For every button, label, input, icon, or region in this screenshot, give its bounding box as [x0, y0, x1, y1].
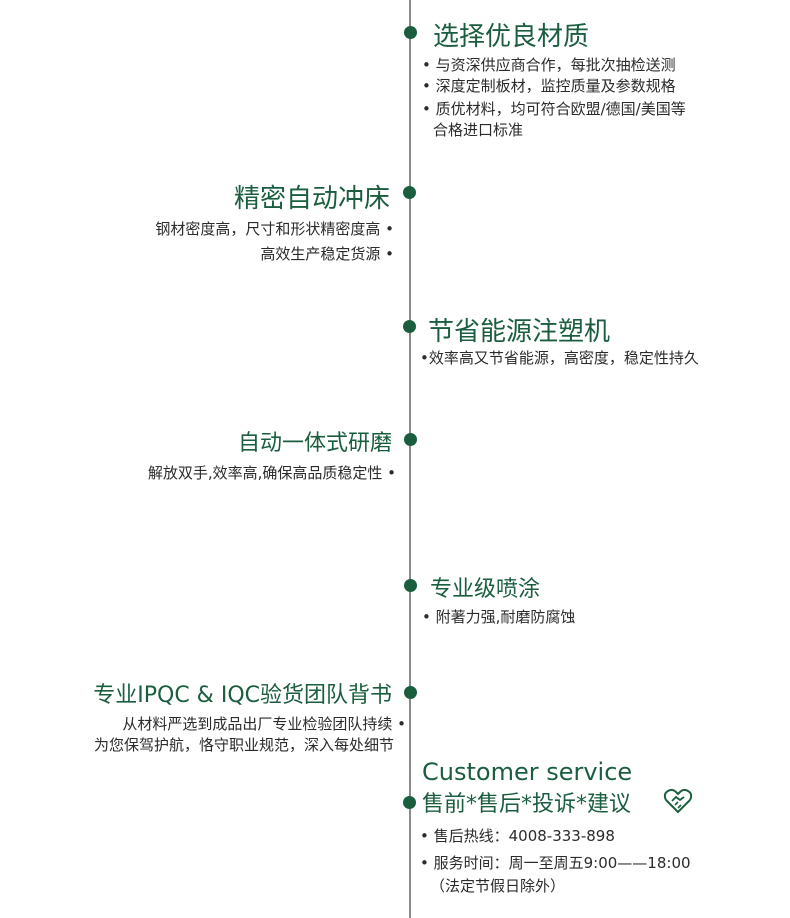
timeline-dot: [404, 579, 417, 592]
list-item-continuation: 合格进口标准: [433, 121, 524, 139]
list-item-continuation: 为您保驾护航，恪守职业规范，深入每处细节: [93, 736, 394, 754]
section-title-materials: 选择优良材质: [433, 22, 590, 52]
list-item: • 深度定制板材，监控质量及参数规格: [422, 77, 676, 95]
holiday-note: （法定节假日除外）: [430, 877, 566, 895]
timeline-dot: [403, 320, 416, 333]
section-title-spraying: 专业级喷涂: [430, 577, 541, 602]
section-title-grinding: 自动一体式研磨: [237, 431, 392, 456]
list-item: 从材料严选到成品出厂专业检验团队持续 •: [122, 715, 406, 733]
section-title-ipqc: 专业IPQC & IQC验货团队背书: [93, 683, 392, 708]
list-item-hotline: • 售后热线：4008-333-898: [420, 827, 615, 845]
list-item: • 与资深供应商合作，每批次抽检送测: [422, 56, 676, 74]
timeline-axis: [409, 0, 411, 918]
list-item: 解放双手,效率高,确保高品质稳定性 •: [147, 464, 396, 482]
timeline-dot: [403, 186, 416, 199]
list-item-hours: • 服务时间：周一至周五9:00——18:00: [420, 854, 691, 872]
section-title-injection: 节省能源注塑机: [428, 317, 611, 347]
list-item: 高效生产稳定货源 •: [260, 245, 394, 263]
list-item: •效率高又节省能源，高密度，稳定性持久: [420, 349, 699, 367]
list-item: • 附著力强,耐磨防腐蚀: [422, 608, 576, 626]
list-item: 钢材密度高，尺寸和形状精密度高 •: [155, 220, 394, 238]
list-item: • 质优材料，均可符合欧盟/德国/美国等: [422, 100, 686, 118]
timeline-dot: [404, 686, 417, 699]
timeline-dot: [404, 26, 417, 39]
timeline-dot: [403, 796, 416, 809]
section-title-service: 售前*售后*投诉*建议: [422, 792, 632, 817]
handshake-icon: [663, 788, 693, 814]
timeline-dot: [404, 433, 417, 446]
section-title-stamping: 精密自动冲床: [233, 184, 390, 214]
customer-service-heading: Customer service: [422, 758, 633, 786]
